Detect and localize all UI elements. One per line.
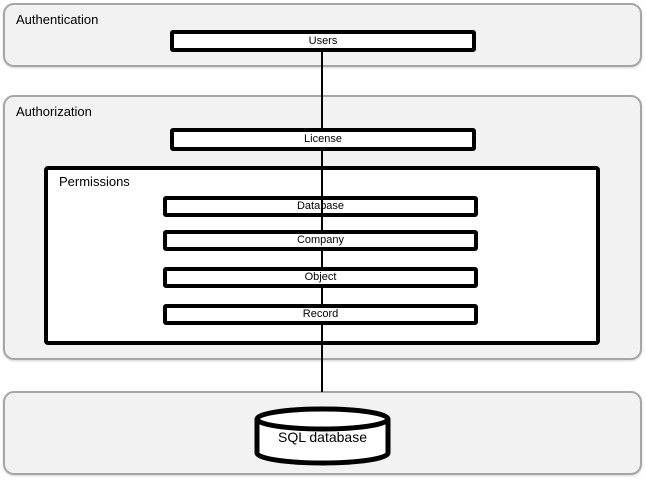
node-permission-database-label: Database — [297, 200, 344, 212]
node-permission-record: Record — [163, 304, 478, 325]
node-permission-record-label: Record — [302, 308, 339, 320]
node-permission-company-label: Company — [296, 234, 345, 246]
database-cylinder-icon — [254, 406, 391, 466]
permissions-group-label: Permissions — [59, 174, 130, 189]
section-authorization-label: Authorization — [16, 104, 92, 119]
section-authentication-label: Authentication — [16, 12, 99, 27]
sql-database-label: SQL database — [278, 429, 367, 445]
node-permission-object: Object — [163, 267, 478, 288]
connector-line — [321, 52, 323, 392]
node-license: License — [170, 128, 476, 151]
node-permission-company: Company — [163, 230, 478, 251]
node-users: Users — [170, 30, 476, 52]
connector-line-segment — [321, 196, 323, 217]
node-license-label: License — [304, 133, 342, 145]
node-permission-object-label: Object — [304, 271, 337, 283]
node-users-label: Users — [308, 35, 338, 47]
node-permission-database: Database — [163, 196, 478, 217]
